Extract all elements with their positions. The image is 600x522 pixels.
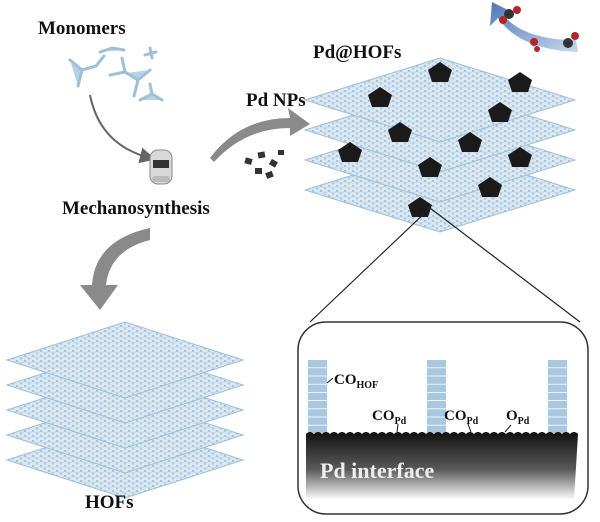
hof-column-unit xyxy=(548,417,567,425)
pd-nanoparticle xyxy=(368,87,392,107)
hof-column-unit xyxy=(427,425,446,433)
hof-column-unit xyxy=(427,409,446,417)
hof-column-unit xyxy=(548,409,567,417)
hof-column-unit xyxy=(548,376,567,384)
hofs-label: HOFs xyxy=(85,492,134,513)
hof-column-unit xyxy=(548,425,567,433)
species-o-pd: OPd xyxy=(506,408,530,427)
zoom-lines xyxy=(309,207,581,323)
hof-column-unit xyxy=(308,401,327,409)
co-release-arrow xyxy=(490,2,578,52)
pd-hofs-stack xyxy=(303,57,577,233)
pd-nanoparticle xyxy=(388,122,412,142)
hof-column-unit xyxy=(427,368,446,376)
hof-column-unit xyxy=(548,368,567,376)
monomers-label: Monomers xyxy=(38,18,126,39)
pd-nanoparticle xyxy=(458,132,482,152)
pd-nanoparticles xyxy=(244,150,284,179)
pd-nanoparticle xyxy=(338,142,362,162)
hof-column-unit xyxy=(427,384,446,392)
species-leaders xyxy=(326,377,512,433)
species-co-pd-2: COPd xyxy=(444,408,479,427)
pd-nanoparticle xyxy=(418,157,442,177)
pd-nanoparticle xyxy=(488,102,512,122)
hof-column-unit xyxy=(308,417,327,425)
hof-column-unit xyxy=(427,417,446,425)
ball-mill-jar-icon xyxy=(149,149,173,185)
hof-column-unit xyxy=(427,376,446,384)
pd-nanoparticle xyxy=(508,147,532,167)
monomer-molecules xyxy=(68,46,164,102)
hof-column-unit xyxy=(308,392,327,401)
hof-column-unit xyxy=(308,425,327,433)
pd-interface-slab xyxy=(306,432,578,500)
hof-column-unit xyxy=(308,368,327,376)
arrow-to-mill xyxy=(89,94,156,164)
species-co-hof: COHOF xyxy=(334,372,378,391)
mechanosynthesis-label: Mechanosynthesis xyxy=(62,198,210,219)
species-co-pd-1: COPd xyxy=(372,408,407,427)
arrow-to-hofs xyxy=(80,228,150,310)
pd-nanoparticle xyxy=(428,62,452,82)
hof-column-unit xyxy=(308,384,327,392)
arrow-to-pd-hofs xyxy=(210,108,310,162)
hof-column-unit xyxy=(308,360,327,368)
hof-column-unit xyxy=(548,392,567,401)
framework-layer xyxy=(5,321,245,399)
pd-nps-label: Pd NPs xyxy=(246,90,306,111)
hof-column-unit xyxy=(548,360,567,368)
hofs-stack xyxy=(5,321,245,499)
hof-column-unit xyxy=(427,392,446,401)
pd-nanoparticle xyxy=(508,72,532,92)
hof-column-unit xyxy=(427,360,446,368)
pd-interface-label: Pd interface xyxy=(320,458,434,483)
hof-column-unit xyxy=(308,376,327,384)
hof-column-unit xyxy=(548,384,567,392)
hof-column-unit xyxy=(548,401,567,409)
interface-panel: Pd interface COHOF COPd COPd OPd xyxy=(297,321,589,515)
hof-columns xyxy=(308,360,567,433)
pd-hofs-label: Pd@HOFs xyxy=(313,42,401,63)
pd-nanoparticle xyxy=(478,177,502,197)
co-molecules xyxy=(499,6,579,52)
hof-column-unit xyxy=(427,401,446,409)
hof-column-unit xyxy=(308,409,327,417)
